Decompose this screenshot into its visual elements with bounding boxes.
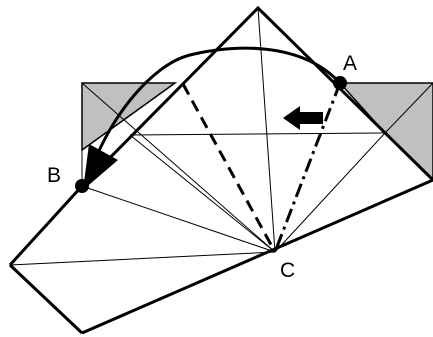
- point-b-marker: [75, 179, 89, 193]
- paper-outline: [8, 5, 433, 335]
- valley-fold-line: [181, 83, 277, 253]
- arrow-left-icon: [283, 106, 323, 130]
- fold-path-curve: [92, 46, 342, 164]
- curved-arrow-icon: [83, 144, 118, 190]
- point-a-marker: [333, 76, 347, 90]
- point-c-label: C: [280, 259, 295, 282]
- point-a-label: A: [343, 52, 357, 75]
- mountain-fold-line: [273, 82, 342, 253]
- crease-lines: [9, 7, 433, 266]
- paper-shape: [10, 8, 433, 333]
- point-b-label: B: [47, 164, 61, 187]
